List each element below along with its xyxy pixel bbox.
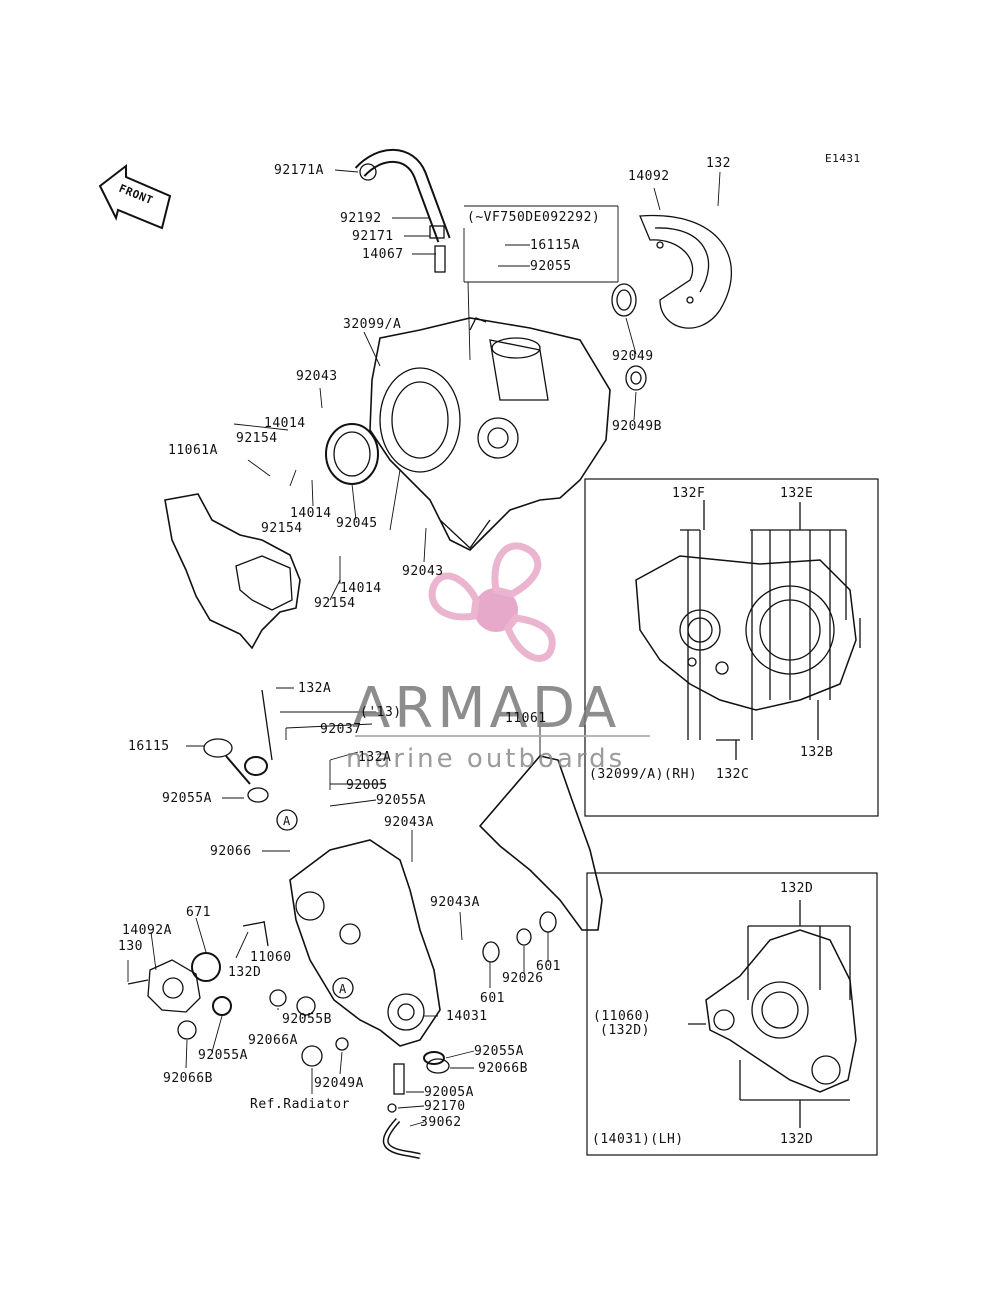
reference-marker-a <box>332 977 354 999</box>
part-label: 16115 <box>128 739 170 754</box>
reference-a-label: A <box>339 982 347 996</box>
front-arrow-icon <box>98 163 172 230</box>
part-label-variant: (~VF750DE092292) <box>467 210 601 225</box>
part-label: 92192 <box>340 211 382 226</box>
part-label: 132A <box>358 750 392 765</box>
part-label: 14031 <box>446 1009 488 1024</box>
reference-marker-a <box>276 809 298 831</box>
part-label: 92037 <box>320 722 362 737</box>
dipstick-part <box>203 738 269 803</box>
part-label: 130 <box>118 939 143 954</box>
part-label: 92043A <box>384 815 434 830</box>
part-label: 671 <box>186 905 211 920</box>
part-label: 14014 <box>340 581 382 596</box>
part-label: ('13) <box>360 705 402 720</box>
part-label: 601 <box>480 991 505 1006</box>
part-label: 92171 <box>352 229 394 244</box>
part-label: 11061 <box>505 711 547 726</box>
part-label: 92005A <box>424 1085 474 1100</box>
part-label: 92066B <box>478 1061 528 1076</box>
part-label: 92043A <box>430 895 480 910</box>
part-label: 132 <box>706 156 731 171</box>
watermark-logo-icon <box>355 542 650 737</box>
part-label: 14067 <box>362 247 404 262</box>
part-label: 11061A <box>168 443 218 458</box>
generator-cover-part <box>289 839 441 1047</box>
part-label: 132A <box>298 681 332 696</box>
cover-plate-part <box>639 214 733 329</box>
part-label: 16115A <box>530 238 580 253</box>
watermark-subtitle: marine outboards <box>346 744 626 774</box>
gasket-part <box>164 493 301 650</box>
clutch-cover-part <box>369 317 611 551</box>
part-label: 92049A <box>314 1076 364 1091</box>
part-label: 92154 <box>314 596 356 611</box>
gasket-part <box>478 755 603 931</box>
part-label: 601 <box>536 959 561 974</box>
inset-rh-cover-drawing <box>635 500 861 760</box>
part-label: 92055 <box>530 259 572 274</box>
cover-plate-part <box>147 959 201 1013</box>
part-label: 92055A <box>198 1048 248 1063</box>
part-label: 92066B <box>163 1071 213 1086</box>
part-label: 92066 <box>210 844 252 859</box>
part-label: 92066A <box>248 1033 298 1048</box>
oil-seal-part <box>625 365 647 391</box>
part-label: 92171A <box>274 163 324 178</box>
o-ring-part <box>191 952 221 982</box>
part-label: 92045 <box>336 516 378 531</box>
part-label: 14092A <box>122 923 172 938</box>
inset-caption-rh: (32099/A)(RH) <box>589 767 698 782</box>
part-label: 132F <box>672 486 706 501</box>
part-label: (11060) <box>593 1009 652 1024</box>
part-label: 92154 <box>236 431 278 446</box>
part-label: 11060 <box>250 950 292 965</box>
part-label: 92055B <box>282 1012 332 1027</box>
part-label: 92170 <box>424 1099 466 1114</box>
part-label: 92043 <box>402 564 444 579</box>
part-label: (132D) <box>600 1023 650 1038</box>
part-label: 39062 <box>420 1115 462 1130</box>
reference-label: Ref.Radiator <box>250 1097 350 1112</box>
part-label: 92026 <box>502 971 544 986</box>
reference-a-label: A <box>283 814 291 828</box>
diagram-code: E1431 <box>825 152 861 165</box>
part-label: 14092 <box>628 169 670 184</box>
part-label: 92055A <box>474 1044 524 1059</box>
part-label: 92005 <box>346 778 388 793</box>
part-label: 132E <box>780 486 814 501</box>
hose-part <box>354 148 451 273</box>
inset-lh-cover-drawing <box>688 900 857 1128</box>
part-label: 92049 <box>612 349 654 364</box>
part-label: 132B <box>800 745 834 760</box>
part-label: 132C <box>716 767 750 782</box>
inset-caption-lh: (14031)(LH) <box>592 1132 684 1147</box>
part-label: 32099/A <box>343 317 402 332</box>
part-label: 132D <box>780 881 814 896</box>
part-label: 132D <box>228 965 262 980</box>
inset-box-rh <box>584 478 879 817</box>
part-label: 132D <box>780 1132 814 1147</box>
part-label: 14014 <box>264 416 306 431</box>
watermark-title: ARMADA <box>352 676 621 741</box>
part-label: 92043 <box>296 369 338 384</box>
part-label: 92055A <box>162 791 212 806</box>
part-label: 92049B <box>612 419 662 434</box>
part-label: 92055A <box>376 793 426 808</box>
inset-box-lh <box>586 872 878 1156</box>
oil-seal-part <box>611 283 637 317</box>
part-label: 92154 <box>261 521 303 536</box>
part-label: 14014 <box>290 506 332 521</box>
